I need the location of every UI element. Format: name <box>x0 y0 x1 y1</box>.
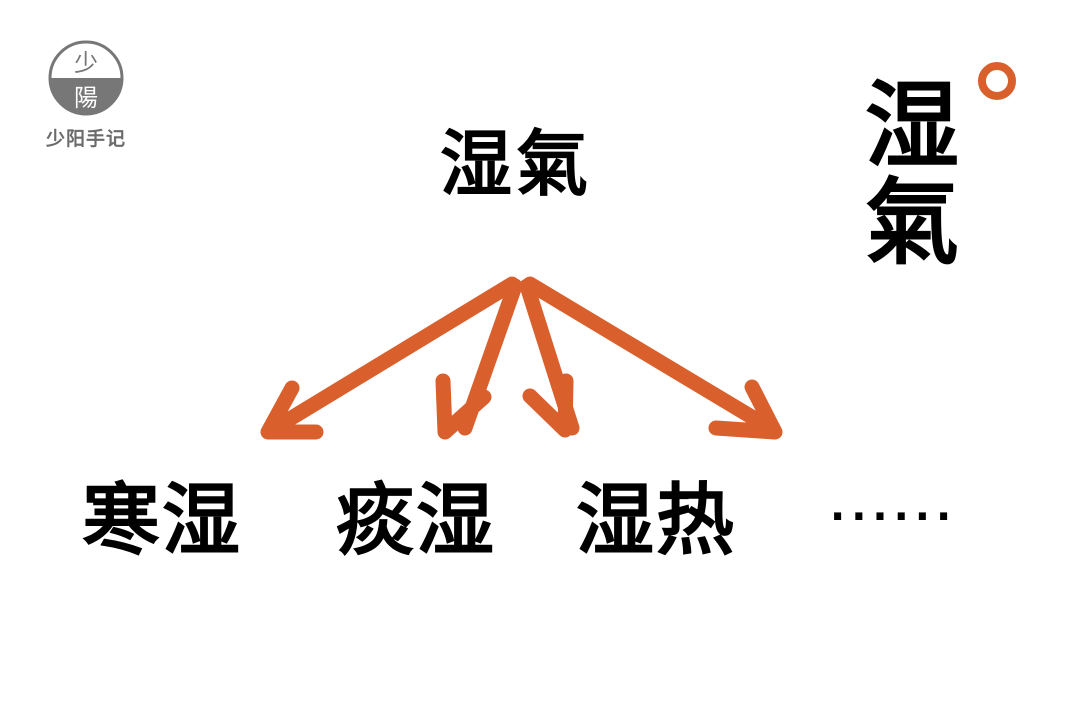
arrow-to-phlegm-damp <box>435 278 523 440</box>
arrow-to-damp-heat <box>519 278 580 438</box>
arrow-to-cold-damp <box>260 276 520 440</box>
vertical-title-char-2: 氣 <box>864 167 959 278</box>
logo-caption: 少阳手记 <box>45 128 126 150</box>
logo-top-glyph: 少 <box>74 49 98 77</box>
category-damp-heat: 湿热 <box>576 475 737 566</box>
vertical-title-char-1: 湿 <box>864 71 959 181</box>
logo-bottom-glyph: 陽 <box>74 84 98 112</box>
vertical-title: 湿 氣 <box>862 78 962 272</box>
arrow-to-more <box>522 276 783 440</box>
ellipsis-more: ...... <box>830 484 958 530</box>
decorative-ring-icon <box>978 62 1016 100</box>
category-phlegm-damp: 痰湿 <box>336 475 497 566</box>
category-cold-damp: 寒湿 <box>82 475 243 566</box>
main-title: 湿氣 <box>440 121 593 206</box>
seal-logo-icon: 少 陽 <box>48 40 124 116</box>
